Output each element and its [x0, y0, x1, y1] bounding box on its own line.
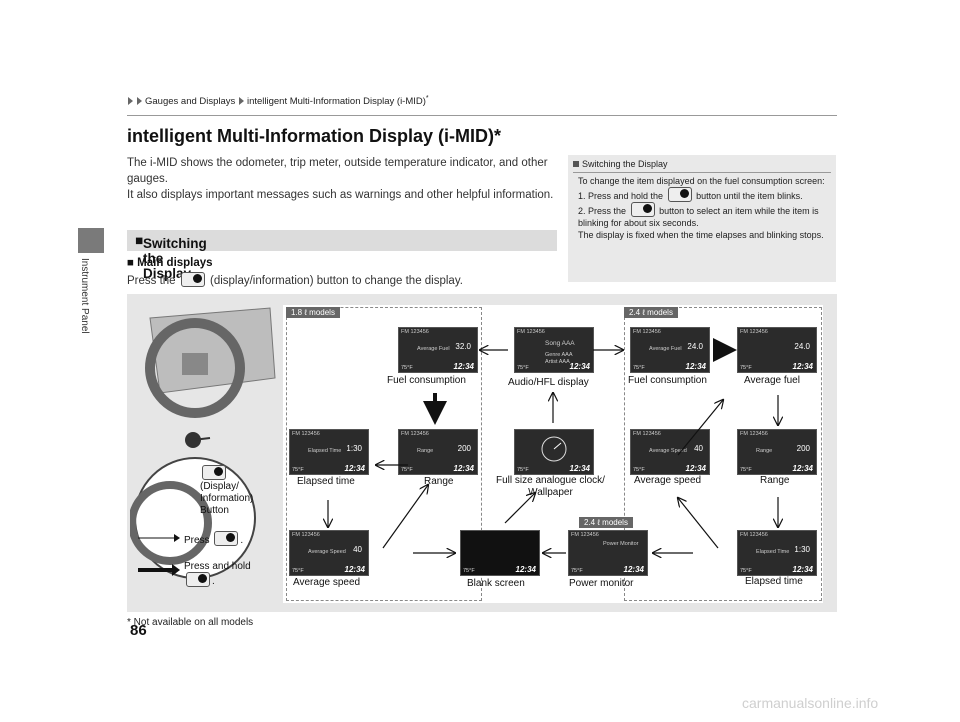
display-info-button-icon: [180, 272, 205, 287]
display-info-button-icon: [186, 572, 210, 587]
breadcrumb: Gauges and Displays intelligent Multi-In…: [127, 95, 429, 107]
caption-power: Power monitor: [569, 578, 634, 589]
section-heading-bar: ■ Switching the Display: [127, 230, 557, 281]
section-tab: [78, 228, 104, 253]
caption-avg-speed-2: Average speed: [634, 475, 702, 486]
caption-range-1: Range: [424, 476, 454, 487]
tag-18-models: 1.8 ℓ models: [286, 307, 340, 318]
subheading: ■ Main displays: [127, 257, 213, 269]
note-title: Switching the Display: [573, 159, 668, 169]
section-heading: ■ Switching the Display: [135, 233, 207, 281]
breadcrumb-arrow-icon: [238, 97, 244, 106]
intro-text: The i-MID shows the odometer, trip meter…: [127, 157, 554, 201]
steering-wheel-illustration: [130, 298, 280, 600]
note-body: To change the item displayed on the fuel…: [578, 175, 828, 241]
flow-arrows: [283, 338, 823, 603]
display-info-button-icon: [630, 202, 655, 217]
arrow-avgspeed-to-avgfuel: [677, 400, 723, 456]
caption-range-2: Range: [760, 475, 790, 486]
legend-press: Press .: [184, 531, 243, 546]
arrow-elapsed2-to-avgspeed: [678, 498, 719, 549]
sidebar-label: Instrument Panel: [79, 258, 90, 334]
footnote: * Not available on all models: [127, 617, 254, 628]
caption-fuel-1: Fuel consumption: [387, 375, 466, 386]
page-number: 86: [127, 615, 128, 616]
note-rule: [573, 172, 831, 173]
legend-hold: Press and hold.: [184, 561, 251, 587]
display-info-button-icon: [667, 187, 692, 202]
tag-24-models: 2.4 ℓ models: [624, 307, 678, 318]
note-box: Switching the Display To change the item…: [568, 155, 836, 282]
press-instruction: Press the (display/information) button t…: [127, 272, 463, 287]
caption-elapsed-1: Elapsed time: [297, 476, 355, 487]
display-info-button-icon: [202, 465, 226, 480]
hold-arrow-icon: [138, 564, 180, 576]
breadcrumb-mark: *: [425, 95, 429, 102]
caption-elapsed-2: Elapsed time: [745, 576, 803, 587]
caption-blank: Blank screen: [467, 578, 525, 589]
caption-fuel-2: Fuel consumption: [628, 375, 707, 386]
note-step1: 1. Press and hold the button until the i…: [578, 187, 828, 202]
note-step2: 2. Press the button to select an item wh…: [578, 202, 828, 229]
caption-avg-speed-1: Average speed: [293, 577, 361, 588]
note-line1: To change the item displayed on the fuel…: [578, 176, 825, 186]
models-18-box: [286, 307, 482, 601]
press-arrow-icon: [138, 534, 180, 542]
note-line2: The display is fixed when the time elaps…: [578, 230, 824, 240]
caption-avg-fuel: Average fuel: [744, 375, 800, 386]
display-info-button-icon: [214, 531, 239, 546]
breadcrumb-part2[interactable]: intelligent Multi-Information Display (i…: [246, 96, 426, 108]
tag-24-models-power: 2.4 ℓ models: [579, 517, 633, 528]
caption-audio: Audio/HFL display: [508, 377, 589, 388]
breadcrumb-arrow-icon: [137, 97, 142, 106]
arrow-blank-to-clock: [504, 493, 535, 524]
page-number-display: 86: [130, 622, 147, 639]
page-title: intelligent Multi-Information Display (i…: [127, 126, 501, 146]
breadcrumb-part1[interactable]: Gauges and Displays: [145, 96, 236, 108]
watermark: carmanualsonline.info: [742, 695, 879, 711]
caption-clock: Full size analogue clock/ Wallpaper: [496, 475, 605, 498]
button-label: (Display/ Information) Button: [200, 481, 254, 516]
arrow-avgspeed-to-range: [382, 485, 428, 549]
breadcrumb-arrow-icon: [128, 97, 133, 106]
models-24-box: [624, 307, 822, 601]
header-rule: [127, 115, 837, 116]
